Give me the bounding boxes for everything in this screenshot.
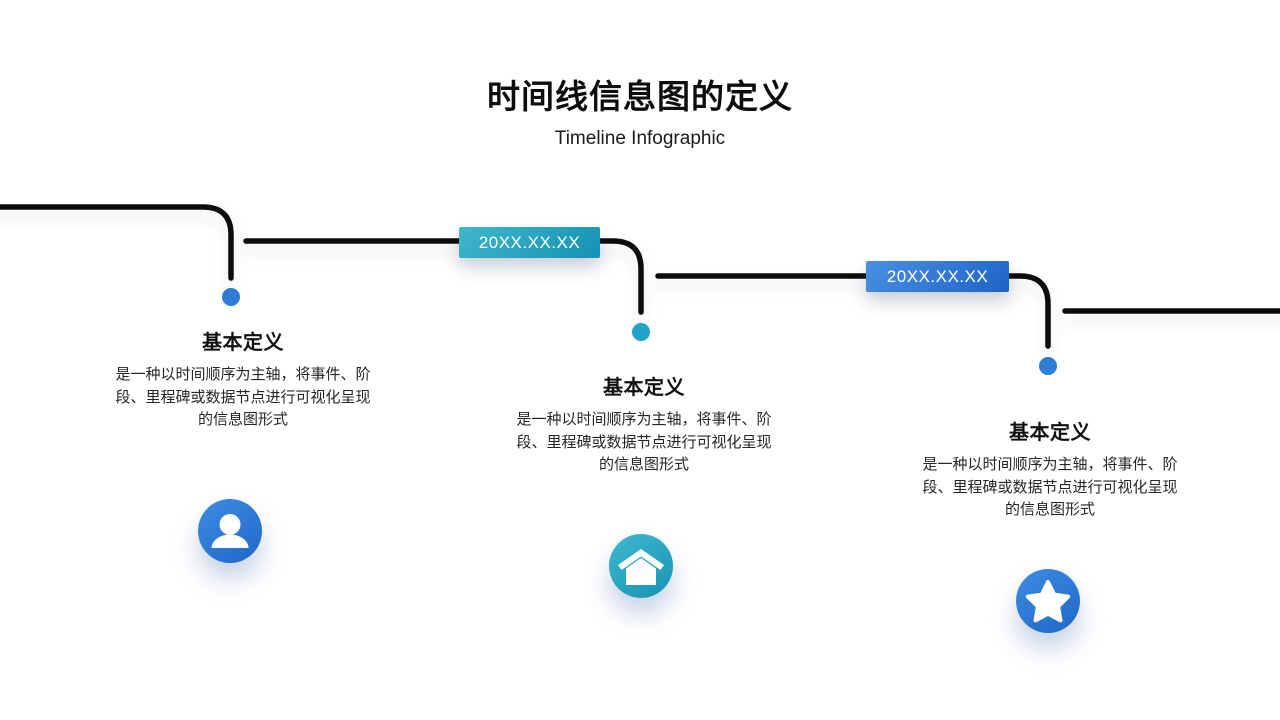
date-badge-1: 20XX.XX.XX <box>459 227 600 258</box>
definition-heading: 基本定义 <box>603 377 685 399</box>
definition-body-line: 的信息图形式 <box>598 456 689 473</box>
timeline-dot-3 <box>1039 357 1057 375</box>
definition-body-line: 段、里程碑或数据节点进行可视化呈现 <box>922 478 1178 496</box>
definition-block-3: 基本定义 是一种以时间顺序为主轴，将事件、阶 段、里程碑或数据节点进行可视化呈现… <box>885 416 1215 522</box>
definition-block-2: 基本定义 是一种以时间顺序为主轴，将事件、阶 段、里程碑或数据节点进行可视化呈现… <box>479 371 809 477</box>
definition-block-1: 基本定义 是一种以时间顺序为主轴，将事件、阶 段、里程碑或数据节点进行可视化呈现… <box>78 326 408 432</box>
timeline-segment-3 <box>655 273 1051 349</box>
definition-body-line: 的信息图形式 <box>1004 501 1095 518</box>
timeline-dot-1 <box>222 288 240 306</box>
user-icon <box>198 499 262 563</box>
definition-body-line: 是一种以时间顺序为主轴，将事件、阶 <box>922 456 1178 473</box>
page-subtitle: Timeline Infographic <box>554 128 726 149</box>
definition-heading: 基本定义 <box>1009 422 1091 444</box>
page-title: 时间线信息图的定义 <box>487 78 793 115</box>
definition-body-line: 段、里程碑或数据节点进行可视化呈现 <box>516 433 772 451</box>
definition-body-line: 是一种以时间顺序为主轴，将事件、阶 <box>516 411 772 428</box>
timeline-segment-1 <box>0 204 234 281</box>
star-icon <box>1016 569 1080 633</box>
definition-body-line: 段、里程碑或数据节点进行可视化呈现 <box>115 388 371 406</box>
date-badge-1-label: 20XX.XX.XX <box>478 232 581 252</box>
timeline-segment-2 <box>243 238 644 315</box>
date-badge-2: 20XX.XX.XX <box>866 261 1009 292</box>
definition-body-line: 的信息图形式 <box>197 411 288 428</box>
home-icon <box>609 534 673 598</box>
definition-body-line: 是一种以时间顺序为主轴，将事件、阶 <box>115 366 371 383</box>
date-badge-2-label: 20XX.XX.XX <box>886 266 989 286</box>
timeline-dot-2 <box>632 323 650 341</box>
definition-heading: 基本定义 <box>202 332 284 354</box>
